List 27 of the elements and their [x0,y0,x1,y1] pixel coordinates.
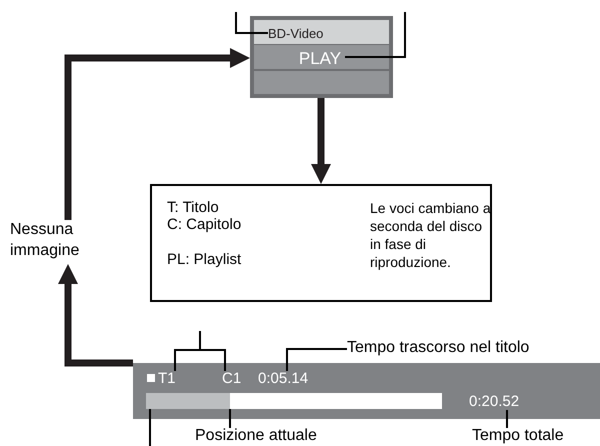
leader-line [345,12,406,58]
label: Posizione attuale [195,428,335,446]
menu-display-panel [250,16,393,98]
legend-text: C: Capitolo [167,217,242,232]
arrow [58,264,133,366]
info-box [150,184,492,302]
status-text: 0:05.14 [258,371,320,387]
leader-line [506,410,508,428]
status-text: 0:20.52 [469,394,531,410]
leader-line [286,348,347,371]
legend-text: T: Titolo [167,200,219,215]
label: Tempo totale [472,428,572,446]
leader-line [235,12,268,34]
legend-text: PL: Playlist [167,252,242,267]
label: Tempo trascorso nel titolo [347,340,597,358]
label: Nessuna immagine [10,220,102,264]
menu-item-label: BD-Video [268,27,322,45]
note-text: Le voci cambiano a seconda del disco in fase di riproduzione. [370,199,492,271]
menu-item-label: PLAY [295,50,345,70]
status-text: T1 [158,371,180,387]
leader-line [229,409,231,428]
status-text: C1 [222,371,244,387]
status-display-panel [133,363,600,419]
leader-line [149,409,151,446]
arrow [311,98,331,184]
progress-bar [146,393,442,409]
arrow [64,48,250,220]
